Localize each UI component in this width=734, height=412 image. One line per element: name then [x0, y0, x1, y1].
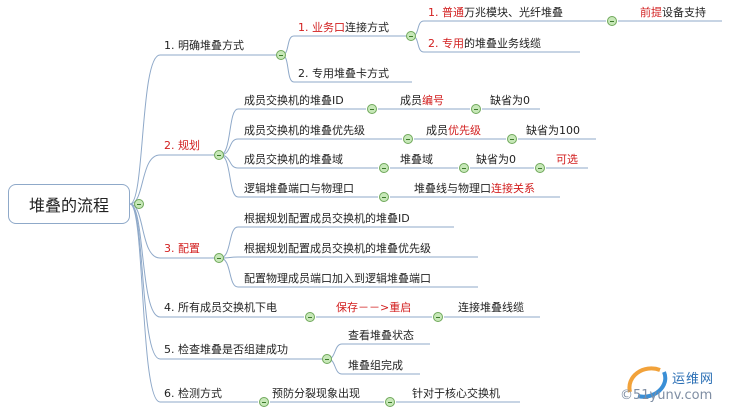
- branch2-item3-c[interactable]: 缺省为0: [476, 153, 516, 166]
- branch1-child1-sub1-label[interactable]: 1. 普通万兆模块、光纤堆叠: [428, 6, 563, 19]
- branch3-label[interactable]: 3. 配置: [164, 242, 200, 255]
- collapse-branch2-item4-icon[interactable]: [379, 192, 389, 202]
- branch2-item3-a[interactable]: 成员交换机的堆叠域: [244, 153, 343, 166]
- collapse-branch4-next-icon[interactable]: [433, 312, 443, 322]
- root-label: 堆叠的流程: [28, 196, 109, 215]
- branch4-next2[interactable]: 连接堆叠线缆: [458, 301, 524, 314]
- collapse-branch2-item1-icon[interactable]: [367, 104, 377, 114]
- branch2-item3-d[interactable]: 可选: [556, 153, 578, 166]
- collapse-branch6-next-icon[interactable]: [385, 397, 395, 407]
- branch4-label[interactable]: 4. 所有成员交换机下电: [164, 301, 277, 314]
- branch3-item3[interactable]: 配置物理成员端口加入到逻辑堆叠端口: [244, 272, 431, 285]
- root-node[interactable]: 堆叠的流程: [8, 184, 130, 224]
- branch1-child1-label[interactable]: 1. 业务口连接方式: [298, 21, 389, 34]
- collapse-branch2-item3-b-icon[interactable]: [459, 163, 469, 173]
- branch5-item1[interactable]: 查看堆叠状态: [348, 329, 414, 342]
- branch6-next2[interactable]: 针对于核心交换机: [412, 387, 500, 400]
- branch2-item3-b[interactable]: 堆叠域: [400, 153, 433, 166]
- collapse-branch3-icon[interactable]: [214, 253, 224, 263]
- branch2-item1-b[interactable]: 成员编号: [400, 94, 444, 107]
- branch2-item1-a[interactable]: 成员交换机的堆叠ID: [244, 94, 344, 107]
- collapse-branch2-item2-icon[interactable]: [403, 134, 413, 144]
- watermark: 运维网 ©51yunv.com: [620, 362, 730, 410]
- branch1-label[interactable]: 1. 明确堆叠方式: [164, 39, 244, 52]
- branch2-item2-a[interactable]: 成员交换机的堆叠优先级: [244, 124, 365, 137]
- branch5-item2[interactable]: 堆叠组完成: [348, 359, 403, 372]
- collapse-branch1-icon[interactable]: [276, 50, 286, 60]
- branch6-label[interactable]: 6. 检测方式: [164, 387, 222, 400]
- collapse-branch2-item3-c-icon[interactable]: [535, 163, 545, 173]
- branch5-label[interactable]: 5. 检查堆叠是否组建成功: [164, 343, 288, 356]
- watermark-logo-icon: [627, 366, 668, 399]
- collapse-branch2-item1-b-icon[interactable]: [471, 104, 481, 114]
- collapse-root-icon[interactable]: [134, 199, 144, 209]
- collapse-branch1-child1-sub1-icon[interactable]: [607, 16, 617, 26]
- branch6-next[interactable]: 预防分裂现象出现: [272, 387, 360, 400]
- collapse-branch4-icon[interactable]: [305, 312, 315, 322]
- branch2-item2-b[interactable]: 成员优先级: [426, 124, 481, 137]
- branch2-item4-b[interactable]: 堆叠线与物理口连接关系: [414, 182, 535, 195]
- branch2-item1-c[interactable]: 缺省为0: [490, 94, 530, 107]
- branch3-item2[interactable]: 根据规划配置成员交换机的堆叠优先级: [244, 242, 431, 255]
- watermark-en: ©51yunv.com: [620, 388, 713, 403]
- collapse-branch6-icon[interactable]: [259, 397, 269, 407]
- branch2-item4-a[interactable]: 逻辑堆叠端口与物理口: [244, 182, 354, 195]
- branch1-child1-sub2-label[interactable]: 2. 专用的堆叠业务线缆: [428, 37, 541, 50]
- collapse-branch2-item2-b-icon[interactable]: [507, 134, 517, 144]
- collapse-branch1-child1-icon[interactable]: [406, 31, 416, 41]
- collapse-branch2-item3-icon[interactable]: [379, 163, 389, 173]
- branch2-label[interactable]: 2. 规划: [164, 139, 200, 152]
- branch1-child1-sub1-next-label[interactable]: 前提设备支持: [640, 6, 706, 19]
- collapse-branch2-icon[interactable]: [214, 150, 224, 160]
- branch2-item2-c[interactable]: 缺省为100: [526, 124, 580, 137]
- branch3-item1[interactable]: 根据规划配置成员交换机的堆叠ID: [244, 212, 410, 225]
- collapse-branch5-icon[interactable]: [322, 354, 332, 364]
- watermark-cn: 运维网: [672, 372, 715, 387]
- branch1-child2-label[interactable]: 2. 专用堆叠卡方式: [298, 67, 389, 80]
- branch4-next[interactable]: 保存－－>重启: [336, 301, 412, 314]
